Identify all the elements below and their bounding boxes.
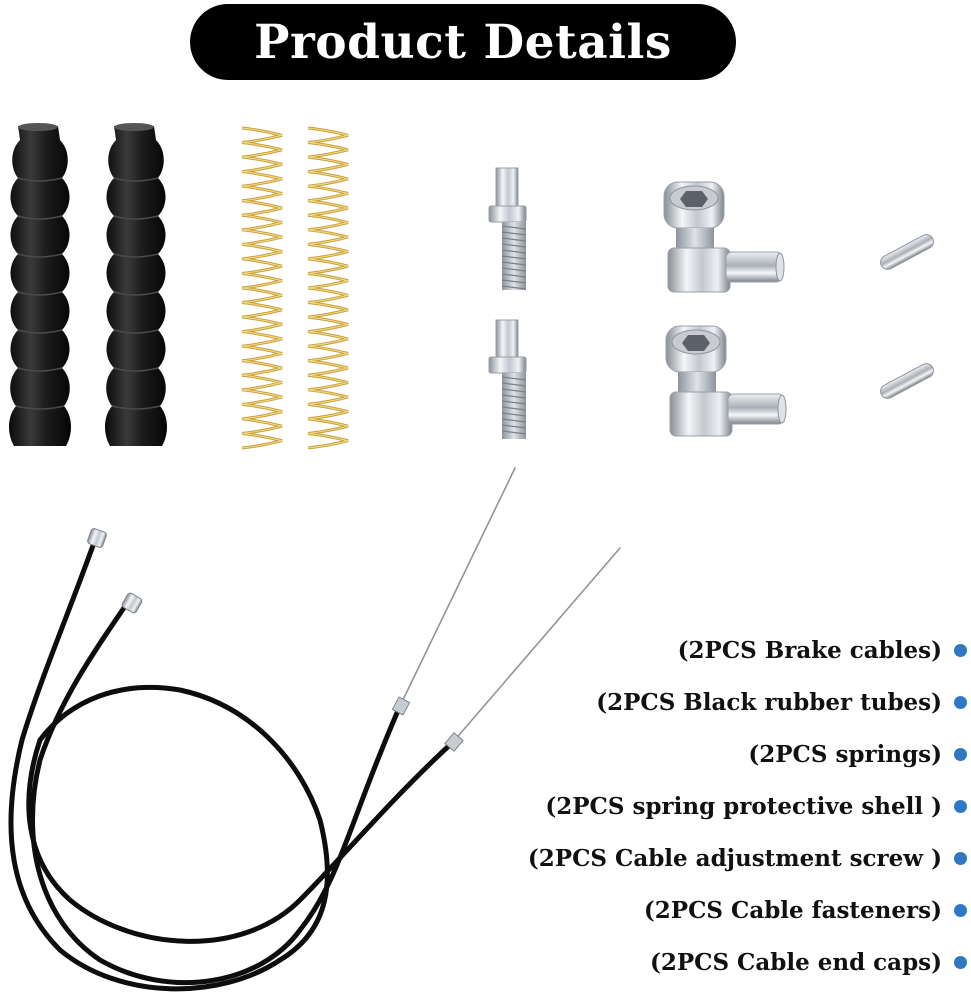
title-banner: Product Details <box>190 4 736 80</box>
cable-fastener-icon <box>663 181 785 293</box>
list-item: (2PCS springs) <box>411 728 971 780</box>
brake-cable-icon <box>8 467 621 992</box>
list-item: (2PCS Cable adjustment screw ) <box>411 832 971 884</box>
list-item: (2PCS Black rubber tubes) <box>411 676 971 728</box>
spring-icon <box>307 126 349 450</box>
cable-end-cap-icon <box>880 363 934 399</box>
cable-adjustment-screw-icon <box>488 167 527 290</box>
parts-list: (2PCS Brake cables) (2PCS Black rubber t… <box>411 624 971 988</box>
list-item: (2PCS Brake cables) <box>411 624 971 676</box>
part-label-end-caps: (2PCS Cable end caps) <box>649 948 942 976</box>
black-rubber-tube-icon <box>9 123 71 446</box>
page-title: Product Details <box>254 14 672 70</box>
black-rubber-tube-icon <box>105 123 167 446</box>
bullet-dot-icon <box>954 643 967 657</box>
bullet-dot-icon <box>954 955 967 969</box>
part-label-rubber-tubes: (2PCS Black rubber tubes) <box>596 688 942 716</box>
bullet-dot-icon <box>954 799 967 813</box>
list-item: (2PCS Cable end caps) <box>411 936 971 988</box>
cable-end-cap-icon <box>880 234 934 270</box>
cable-fastener-icon <box>665 325 787 437</box>
bullet-dot-icon <box>954 695 967 709</box>
part-label-fasteners: (2PCS Cable fasteners) <box>643 896 942 924</box>
bullet-dot-icon <box>954 903 967 917</box>
bullet-dot-icon <box>954 851 967 865</box>
part-label-adjustment-screw: (2PCS Cable adjustment screw ) <box>527 844 942 872</box>
spring-icon <box>241 126 283 450</box>
part-label-brake-cables: (2PCS Brake cables) <box>677 636 942 664</box>
cable-adjustment-screw-icon <box>488 319 527 439</box>
part-label-spring-shell: (2PCS spring protective shell ) <box>545 792 942 820</box>
list-item: (2PCS spring protective shell ) <box>411 780 971 832</box>
bullet-dot-icon <box>954 747 967 761</box>
list-item: (2PCS Cable fasteners) <box>411 884 971 936</box>
part-label-springs: (2PCS springs) <box>748 740 942 768</box>
